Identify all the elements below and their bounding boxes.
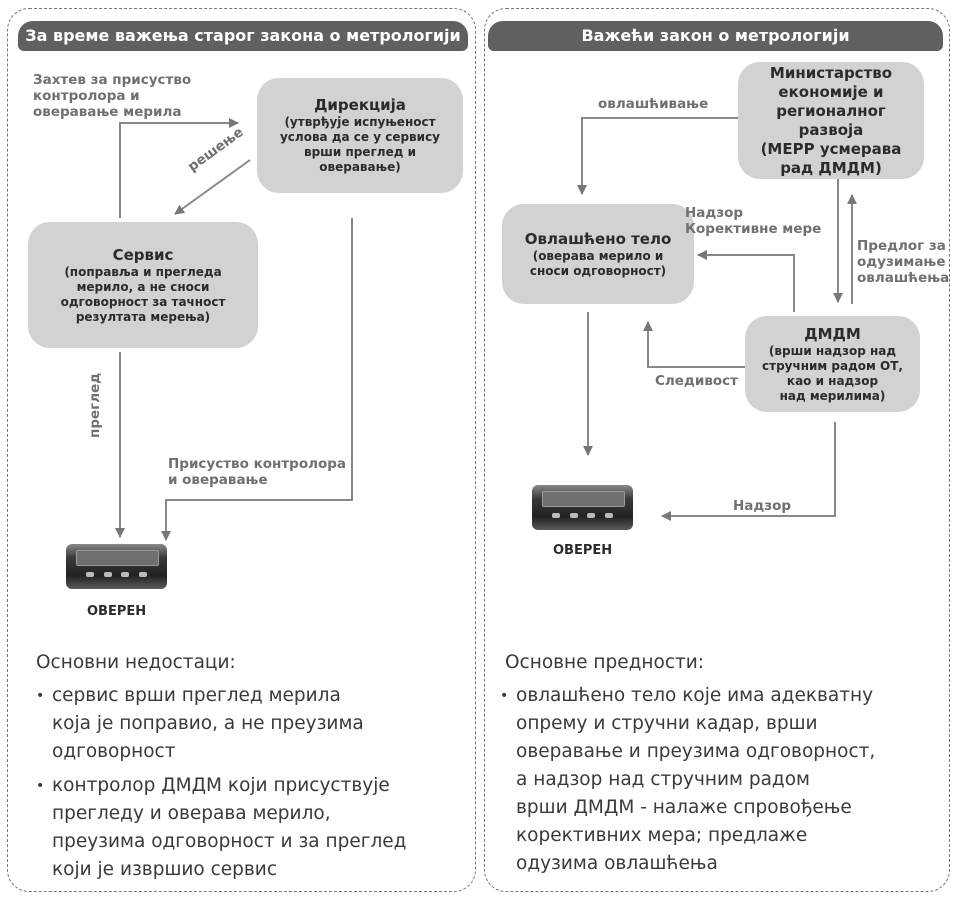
dmdm-desc-3: као и надзор xyxy=(786,373,879,388)
traceability-label: Следивост xyxy=(655,373,738,389)
direkcija-desc-3: врши преглед и xyxy=(303,145,416,159)
revocation-proposal-label: Предлог за одузимање овлашћења xyxy=(857,238,949,286)
merr-line-1: Министарство xyxy=(769,63,893,82)
right-panel-title: Важећи закон о метрологији xyxy=(488,21,943,51)
servis-heading: Сервис xyxy=(112,245,174,264)
request-label-2: контролора и xyxy=(33,88,140,104)
merr-line-4: (МЕРР усмерава xyxy=(760,139,902,158)
supervision-corrective-label: Надзор Корективне мере xyxy=(685,205,821,237)
left-panel xyxy=(7,8,476,892)
direkcija-desc-2: услова да се у сервису xyxy=(279,130,440,144)
supervision-arrow xyxy=(661,422,836,521)
servis-desc-4: резултата мерења) xyxy=(75,309,211,324)
list-item: сервис врши преглед мерила која је попра… xyxy=(36,682,466,766)
supervision-corrective-label-1: Надзор xyxy=(685,205,744,221)
right-panel xyxy=(484,8,950,892)
merr-line-2: економије и xyxy=(778,82,884,101)
list-item: овлашћено тело које има адекватну опрему… xyxy=(500,682,945,878)
authorization-arrow xyxy=(577,117,738,195)
merr-line-3: регионалног развоја xyxy=(776,101,886,139)
dmdm-box: ДМДМ (врши надзор над стручним радом ОТ,… xyxy=(745,316,920,412)
presence-arrow xyxy=(161,218,353,541)
servis-desc-2: мерило, а не сноси xyxy=(76,279,210,294)
request-label: Захтев за присуство контролора и оверава… xyxy=(33,72,191,120)
request-arrow xyxy=(119,118,239,218)
verified-label: ОВЕРЕН xyxy=(87,604,147,619)
servis-box: Сервис (поправља и прегледа мерило, а не… xyxy=(28,222,258,348)
request-label-3: оверавање мерила xyxy=(33,104,182,120)
verified-label: ОВЕРЕН xyxy=(553,543,613,558)
disadvantages-heading: Основни недостаци: xyxy=(36,652,236,673)
dmdm-desc-4: над мерилима) xyxy=(779,388,886,403)
list-item: контролор ДМДМ који присуствује прегледу… xyxy=(36,772,466,884)
merr-line-5: рад ДМДМ) xyxy=(780,158,882,177)
authorization-label: овлашћивање xyxy=(598,96,709,112)
revocation-proposal-label-3: овлашћења xyxy=(857,270,950,286)
revocation-proposal-label-2: одузимање xyxy=(857,254,946,270)
supervision-label: Надзор xyxy=(733,498,792,514)
dmdm-heading: ДМДМ xyxy=(804,324,861,343)
advantages-list: овлашћено тело које има адекватну опрему… xyxy=(500,682,945,884)
ot-heading: Овлашћено тело xyxy=(524,229,672,248)
ot-box: Овлашћено тело (оверава мерило и сноси о… xyxy=(502,204,694,304)
presence-label-2: и оверавање xyxy=(168,472,268,488)
supervision-corrective-arrow xyxy=(697,250,795,312)
ot-desc-2: сноси одговорност) xyxy=(529,263,667,278)
disadvantages-list: сервис врши преглед мерила која је попра… xyxy=(36,682,466,890)
traceability-arrow xyxy=(643,321,746,368)
presence-label-1: Присуство контролора xyxy=(168,456,347,472)
direkcija-heading: Дирекција xyxy=(314,96,406,114)
direkcija-desc-1: (утврђује испуњеност xyxy=(284,115,436,129)
left-panel-title: За време важења старог закона о метролог… xyxy=(18,21,468,51)
merr-box: Министарство економије и регионалног раз… xyxy=(738,62,924,179)
servis-desc-1: (поправља и прегледа xyxy=(64,264,222,279)
dmdm-desc-2: стручним радом ОТ, xyxy=(762,358,903,373)
direkcija-box: Дирекција (утврђује испуњеност услова да… xyxy=(257,78,463,193)
ot-desc-1: (оверава мерило и xyxy=(532,248,664,263)
decision-arrow xyxy=(174,159,251,215)
servis-desc-3: одговорност за тачност xyxy=(60,294,226,309)
inspection-label: преглед xyxy=(87,372,103,438)
presence-label: Присуство контролора и оверавање xyxy=(168,456,346,488)
advantages-heading: Основне предности: xyxy=(505,652,705,673)
dmdm-desc-1: (врши надзор над xyxy=(768,343,897,358)
direkcija-desc-4: оверавање) xyxy=(319,160,401,174)
meter-device-image xyxy=(532,485,633,530)
request-label-1: Захтев за присуство xyxy=(33,72,192,88)
meter-device-image xyxy=(66,544,167,589)
revocation-proposal-label-1: Предлог за xyxy=(857,238,946,254)
supervision-corrective-label-2: Корективне мере xyxy=(685,221,822,237)
